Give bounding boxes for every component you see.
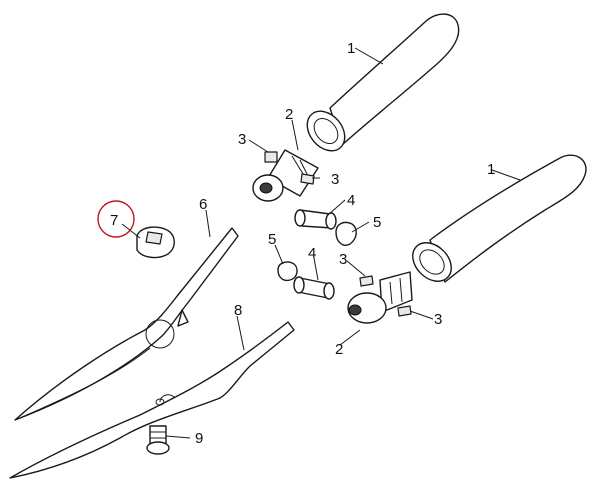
callout-numbers: 1 1 2 2 3 3 3 3 4 4 5 5 6 7 8 9 [110,40,495,447]
blade-lower[interactable] [9,321,295,479]
callout-ferrule-upper: 2 [285,106,293,123]
adjuster-knob[interactable] [136,226,175,259]
blade-upper[interactable] [14,227,239,421]
callout-adjuster-knob: 7 [110,212,118,229]
clip-c[interactable] [359,275,374,287]
callout-cap-left: 5 [268,231,276,248]
handle-lower[interactable] [405,154,587,289]
callout-handle-upper: 1 [347,40,355,57]
callout-sleeve-upper: 4 [347,192,355,209]
cap-right[interactable] [335,221,357,246]
callout-clip-b: 3 [331,171,339,188]
sleeve-upper[interactable] [294,209,337,230]
highlight-ring [97,200,135,238]
clip-b[interactable] [300,173,315,185]
callout-ferrule-lower: 2 [335,341,343,358]
handle-upper[interactable] [300,13,460,158]
callout-clip-a: 3 [238,131,246,148]
callout-clip-d: 3 [434,311,442,328]
callout-cap-right: 5 [373,214,381,231]
callout-pivot-bolt: 9 [195,430,203,447]
pivot-bolt[interactable] [146,425,170,455]
callout-sleeve-lower: 4 [308,245,316,262]
cap-left[interactable] [277,261,298,282]
callout-handle-lower: 1 [487,161,495,178]
callout-blade-upper: 6 [199,196,207,213]
ferrule-lower[interactable] [347,271,413,324]
clip-d[interactable] [397,305,412,317]
callout-clip-c: 3 [339,251,347,268]
callout-blade-lower: 8 [234,302,242,319]
clip-a[interactable] [264,151,278,163]
ferrule-upper[interactable] [252,149,319,202]
sleeve-lower[interactable] [293,276,335,300]
leader-lines [121,47,521,439]
